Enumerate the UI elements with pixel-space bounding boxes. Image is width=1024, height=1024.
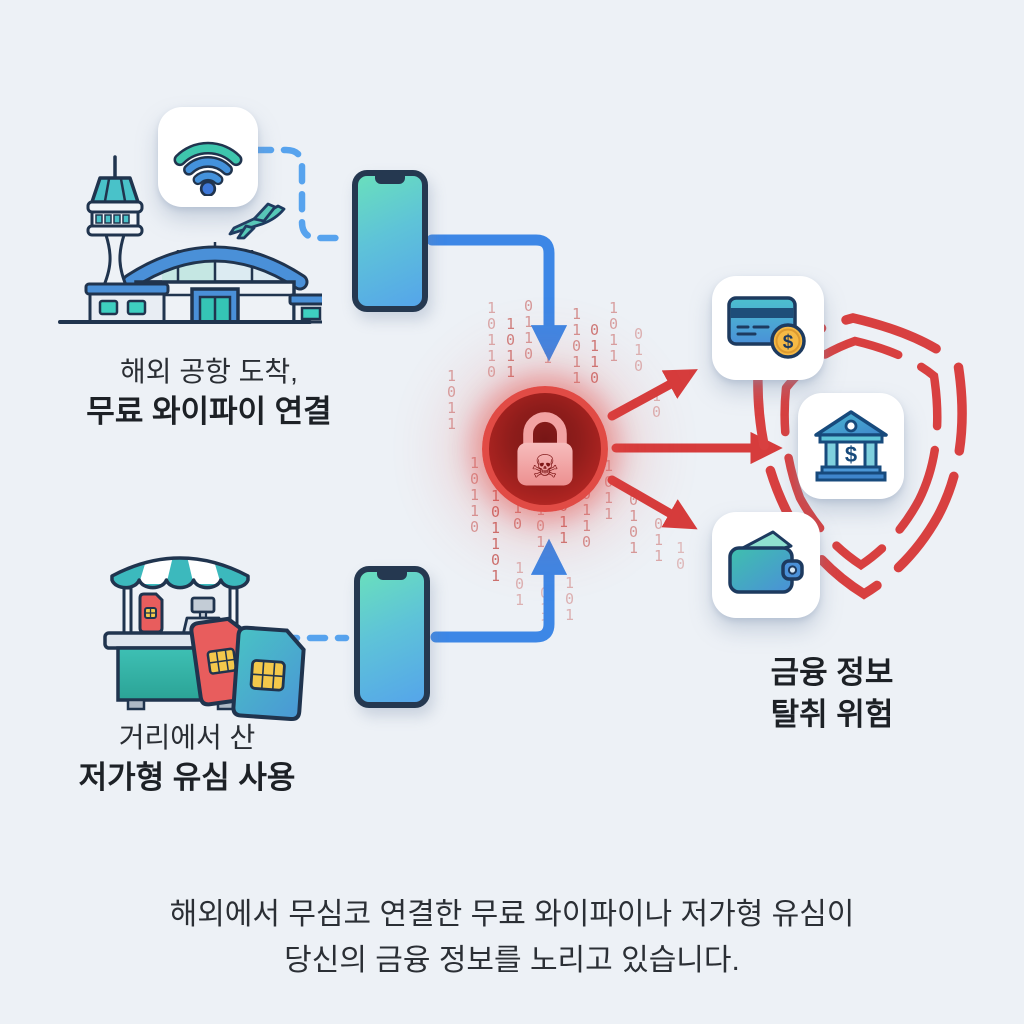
sim-kiosk-illustration <box>103 556 306 722</box>
terminal-building <box>121 242 322 324</box>
sim-label-line2: 저가형 유심 사용 <box>78 760 296 795</box>
bank-badge: $ <box>798 393 904 499</box>
smartphone-top <box>352 170 428 312</box>
caption-line2: 당신의 금융 정보를 노리고 있습니다. <box>284 944 740 977</box>
wifi-icon <box>173 141 243 196</box>
phone-notch <box>377 571 407 580</box>
wallet-badge <box>712 512 820 618</box>
wifi-badge <box>158 107 258 207</box>
airport-illustration <box>58 155 322 324</box>
coin-dollar-glyph: $ <box>783 332 794 353</box>
credit-card-badge: $ <box>712 276 824 380</box>
skull-glyph: ☠ <box>531 448 560 484</box>
phone-notch <box>375 175 405 184</box>
risk-label-line2: 탈취 위험 <box>770 697 894 732</box>
caption-line1: 해외에서 무심코 연결한 무료 와이파이나 저가형 유심이 <box>169 898 855 931</box>
malware-lock-icon: ☠ <box>482 386 608 512</box>
risk-label: 금융 정보 탈취 위험 <box>736 652 928 736</box>
kiosk-leg <box>126 698 146 711</box>
red-arrow-to-credit-card <box>607 369 698 421</box>
wifi-scene-label: 해외 공항 도착, 무료 와이파이 연결 <box>58 352 360 433</box>
wallet-icon <box>728 530 804 594</box>
sim-scene-label: 거리에서 산 저가형 유심 사용 <box>42 718 332 799</box>
bank-dollar-glyph: $ <box>845 442 857 467</box>
padlock-skull-icon: ☠ <box>517 412 573 486</box>
risk-label-line1: 금융 정보 <box>770 655 894 690</box>
red-sim-card-small <box>138 592 164 634</box>
blue-arrow-phone2-to-threat <box>430 538 568 643</box>
teal-sim-card-large <box>231 625 306 722</box>
wifi-label-line1: 해외 공항 도착, <box>120 356 298 387</box>
credit-card-icon: $ <box>727 296 806 359</box>
red-arrow-to-wallet <box>607 475 698 530</box>
smartphone-bottom <box>354 566 430 708</box>
kiosk-awning <box>110 556 250 590</box>
bottom-caption: 해외에서 무심코 연결한 무료 와이파이나 저가형 유심이 당신의 금융 정보를… <box>0 892 1024 984</box>
wifi-label-line2: 무료 와이파이 연결 <box>86 394 332 429</box>
blue-arrow-phone1-to-threat <box>426 234 568 362</box>
sim-label-line1: 거리에서 산 <box>118 722 256 753</box>
airplane-icon <box>228 202 286 240</box>
control-tower <box>84 155 170 324</box>
kiosk-post <box>122 586 133 640</box>
bank-icon: $ <box>814 410 888 482</box>
